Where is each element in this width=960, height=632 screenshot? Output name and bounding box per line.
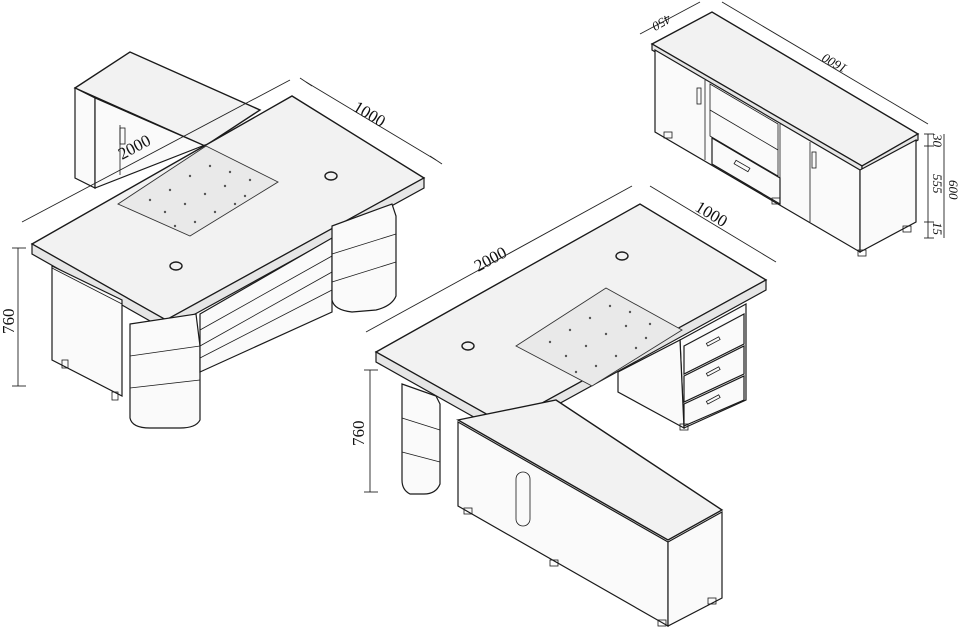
credenza-plinth-label: 15 (930, 222, 945, 236)
desk-right-return-handle (515, 471, 531, 527)
desk-right-glass-inset (515, 287, 683, 387)
credenza-total-height-label: 600 (946, 180, 960, 200)
desk-right-return-cabinet (456, 399, 724, 628)
desk-left: 1000 2000 760 (0, 51, 443, 429)
credenza-body-height-label: 555 (930, 174, 945, 194)
desk-right-leg (401, 383, 441, 495)
credenza-handle-right (811, 151, 817, 169)
desk-left-width-label: 1000 (350, 97, 389, 131)
credenza-depth-label: 450 (649, 11, 674, 34)
desk-left-leg-back (331, 203, 397, 313)
desk-left-dimensions (12, 77, 443, 387)
credenza-top-thickness-label: 30 (930, 133, 945, 148)
credenza-dimensions (639, 1, 945, 239)
desk-left-pedestal (51, 265, 123, 401)
desk-left-grommet-1 (169, 261, 183, 271)
desk-right-grommet-2 (615, 251, 629, 261)
desk-left-modesty-panel (199, 236, 333, 373)
credenza: 450 1600 30 555 15 600 (639, 1, 960, 257)
desk-right: 2000 1000 760 (349, 185, 777, 628)
credenza-handle-left (696, 87, 702, 105)
desk-left-grommet-2 (324, 171, 338, 181)
desk-right-length-label: 2000 (471, 243, 510, 276)
desk-left-glass-inset (117, 145, 279, 237)
desk-left-return-cabinet (73, 51, 262, 189)
desk-right-height-label: 760 (349, 421, 368, 447)
desk-right-dimensions (364, 185, 777, 493)
desk-right-width-label: 1000 (692, 197, 731, 231)
credenza-length-label: 1600 (819, 50, 849, 76)
desk-right-drawer-pedestal (617, 302, 747, 431)
desk-left-height-label: 760 (0, 309, 18, 335)
desk-right-grommet-1 (461, 341, 475, 351)
desk-left-leg-front (129, 313, 201, 429)
